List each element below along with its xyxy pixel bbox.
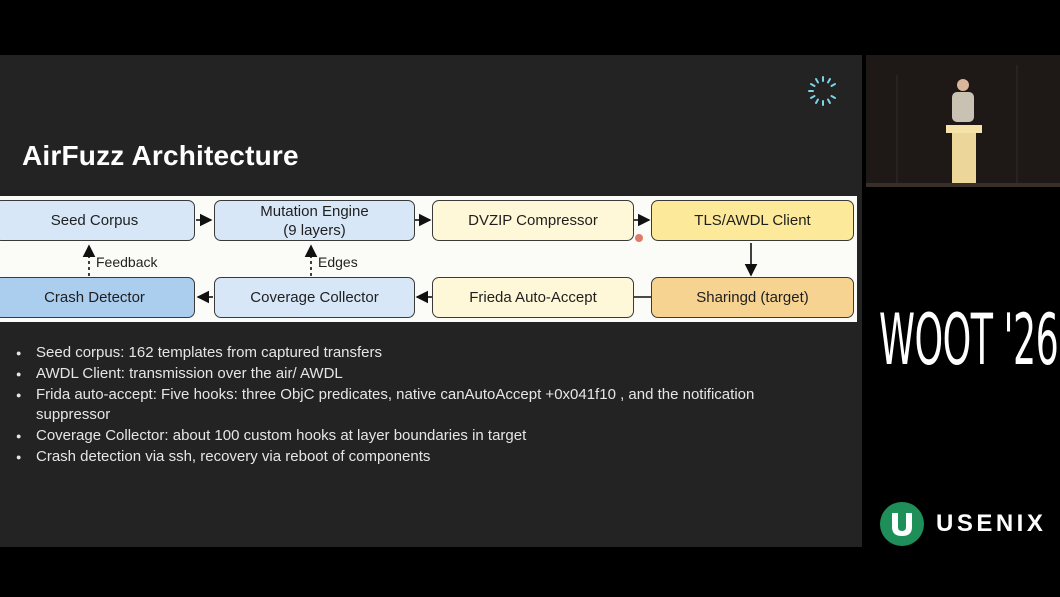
edge-label-feedback: Feedback bbox=[96, 254, 158, 270]
bullet-item: Frida auto-accept: Five hooks: three Obj… bbox=[16, 385, 776, 427]
node-coverage-collector: Coverage Collector bbox=[214, 277, 415, 318]
node-dvzip-compressor: DVZIP Compressor bbox=[432, 200, 634, 241]
node-seed-corpus: Seed Corpus bbox=[0, 200, 195, 241]
node-frieda-auto-accept: Frieda Auto-Accept bbox=[432, 277, 634, 318]
org-name: USENIX bbox=[936, 510, 1047, 537]
podium bbox=[952, 133, 976, 187]
architecture-diagram: Seed Corpus Mutation Engine (9 layers) D… bbox=[0, 196, 857, 322]
bullet-item: Seed corpus: 162 templates from captured… bbox=[16, 343, 776, 364]
speaker-video bbox=[866, 55, 1060, 187]
edge-label-edges: Edges bbox=[318, 254, 358, 270]
node-tls-awdl-client: TLS/AWDL Client bbox=[651, 200, 854, 241]
pointer-dot bbox=[635, 234, 643, 242]
bullet-item: Coverage Collector: about 100 custom hoo… bbox=[16, 426, 776, 447]
slide-logo-icon bbox=[808, 76, 836, 106]
speaker-head bbox=[957, 79, 969, 91]
node-crash-detector: Crash Detector bbox=[0, 277, 195, 318]
slide-title: AirFuzz Architecture bbox=[22, 140, 299, 171]
bullet-item: AWDL Client: transmission over the air/ … bbox=[16, 364, 776, 385]
speaker-body bbox=[952, 92, 974, 122]
event-name: WOOT '26 bbox=[879, 299, 1059, 381]
bullet-list: Seed corpus: 162 templates from captured… bbox=[16, 343, 776, 468]
bullet-item: Crash detection via ssh, recovery via re… bbox=[16, 447, 776, 468]
node-mutation-engine: Mutation Engine (9 layers) bbox=[214, 200, 415, 241]
usenix-logo-icon bbox=[880, 502, 924, 546]
podium-top bbox=[946, 125, 982, 133]
node-sharingd-target: Sharingd (target) bbox=[651, 277, 854, 318]
